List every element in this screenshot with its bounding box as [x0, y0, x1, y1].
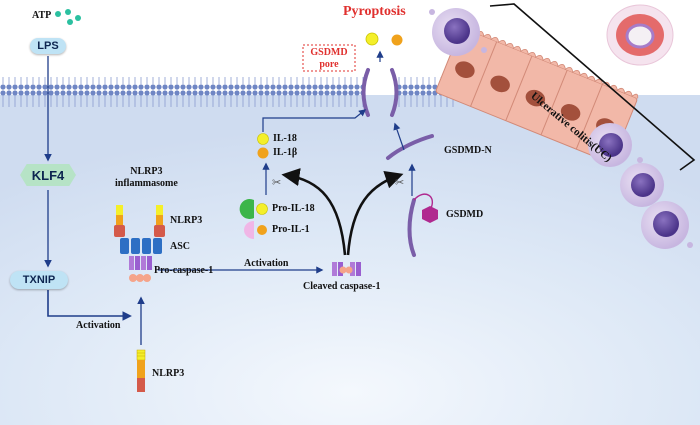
gsdmd-pore	[361, 68, 399, 117]
atp-label: ATP	[32, 10, 52, 21]
scissors-gsdmd-icon: ✂	[395, 177, 404, 189]
klf4-node: KLF4	[20, 164, 76, 186]
inflammasome-title-line2: inflammasome	[115, 177, 178, 189]
procaspase-part-label: Pro-caspase-1	[154, 265, 214, 276]
gsdmd-full-length	[407, 193, 438, 257]
gsdmd-pore-line1: GSDMD	[310, 47, 348, 58]
arrow-il-to-pore	[262, 109, 367, 132]
atp-dots	[55, 9, 81, 25]
activation-mid-label: Activation	[244, 258, 289, 269]
lps-label: LPS	[37, 40, 59, 52]
gsdmd-n-arc	[386, 134, 434, 160]
gsdmd-pore-line2: pore	[319, 58, 339, 70]
epithelium	[435, 24, 639, 163]
gsdmd-pore-label-box	[302, 44, 356, 72]
scissors-il-icon: ✂	[272, 177, 281, 189]
activation-left-label: Activation	[76, 320, 121, 331]
nlrp3-protein-bottom	[136, 349, 146, 392]
il18-label: IL-18	[273, 133, 297, 144]
inflammasome-title-line1: NLRP3	[130, 166, 163, 177]
cell-membrane	[0, 77, 455, 107]
gsdmd-n-label: GSDMD-N	[444, 145, 492, 156]
released-il1b	[391, 34, 403, 46]
gsdmd-label: GSDMD	[446, 209, 484, 220]
il1b-circle	[257, 147, 269, 159]
arrow-to-pro-il	[281, 168, 347, 256]
immune-cells	[429, 8, 693, 249]
il1b-label: IL-1β	[273, 147, 298, 158]
nlrp3-part-label: NLRP3	[170, 215, 203, 226]
colon-cross-section-icon	[606, 4, 674, 66]
pro-il1-label: Pro-IL-1	[272, 224, 310, 235]
gsdmd-pore-label: GSDMD pore	[304, 47, 354, 70]
inflammasome-title: NLRP3 inflammasome	[115, 166, 178, 189]
arrow-to-gsdmd	[346, 170, 404, 256]
pyroptosis-title: Pyroptosis	[343, 4, 406, 19]
released-il18	[365, 32, 379, 46]
nlrp3-bottom-label: NLRP3	[152, 368, 185, 379]
inflammasome-complex	[114, 205, 165, 282]
cleaved-caspase-1	[332, 262, 361, 276]
pro-il18-label: Pro-IL-18	[272, 203, 315, 214]
arrow-gsdmd-to-pore	[393, 122, 405, 151]
pro-il-1-group	[244, 221, 267, 239]
pro-il-18-group	[239, 199, 268, 220]
txnip-node: TXNIP	[10, 271, 68, 289]
asc-part-label: ASC	[170, 241, 191, 252]
uc-bracket	[489, 3, 696, 171]
klf4-label: KLF4	[31, 167, 65, 183]
arrow-txnip-nlrp3	[47, 290, 132, 321]
cleaved-caspase-label: Cleaved caspase-1	[303, 281, 381, 292]
lps-node: LPS	[30, 38, 66, 54]
il18-circle	[257, 133, 269, 145]
txnip-label: TXNIP	[22, 274, 56, 286]
